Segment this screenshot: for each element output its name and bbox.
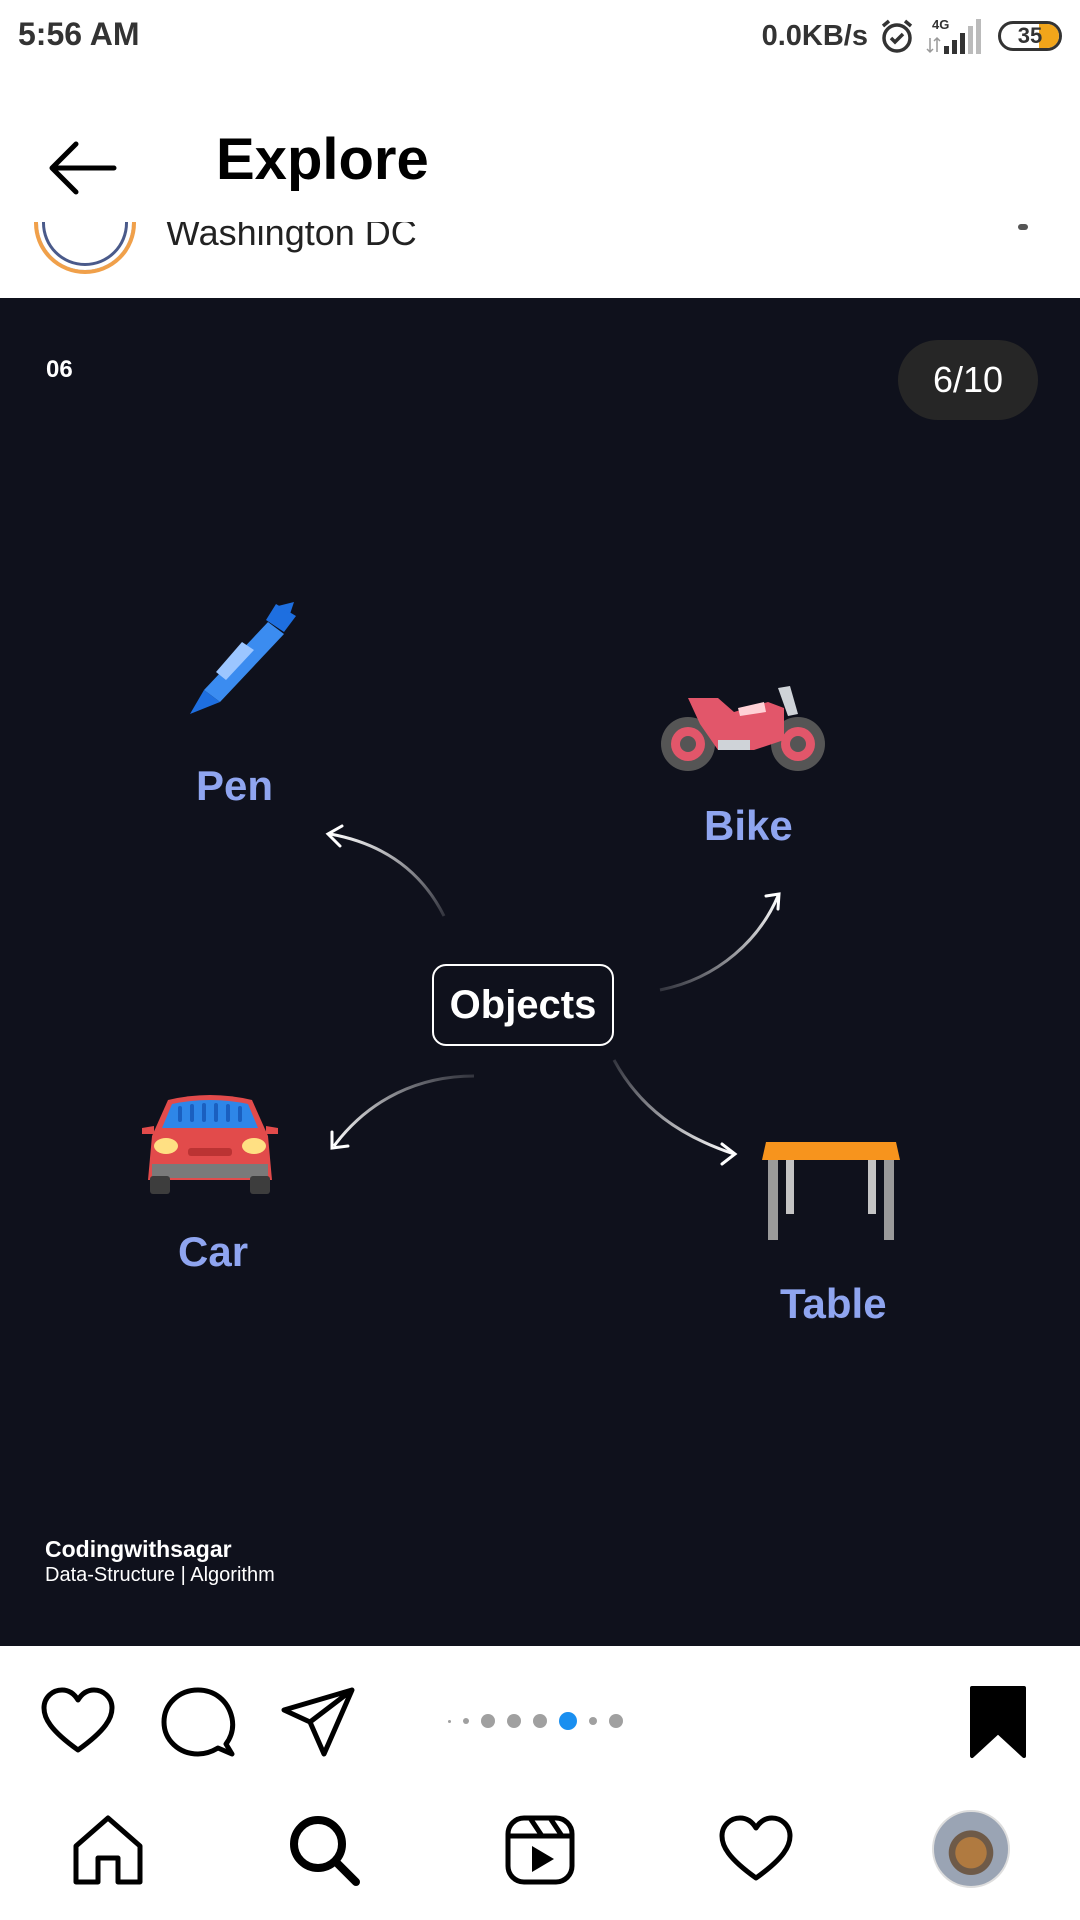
carousel-dot — [533, 1714, 547, 1728]
carousel-dot — [448, 1719, 451, 1723]
carousel-dots — [448, 1710, 623, 1732]
post-slide-number: 06 — [46, 356, 73, 383]
share-icon[interactable] — [280, 1684, 356, 1760]
label-table: Table — [780, 1280, 887, 1327]
network-speed: 0.0KB/s — [761, 19, 868, 52]
status-bar: 5:56 AM 0.0KB/s 4G 35 — [0, 0, 1080, 72]
post-author-avatar[interactable] — [34, 222, 136, 274]
objects-center-box: Objects — [432, 964, 614, 1046]
post-location[interactable]: Washington DC — [166, 222, 417, 253]
more-options-icon[interactable] — [1018, 224, 1028, 230]
post-credit-subtitle: Data-Structure | Algorithm — [45, 1564, 275, 1586]
carousel-dot — [463, 1718, 469, 1724]
status-time: 5:56 AM — [18, 16, 140, 52]
post-credit-name: Codingwithsagar — [45, 1536, 232, 1562]
arrow-to-car — [332, 1074, 475, 1147]
search-icon[interactable] — [286, 1812, 362, 1888]
arrow-to-table — [612, 1059, 735, 1156]
car-icon — [142, 1092, 278, 1201]
alarm-icon — [878, 17, 916, 55]
activity-heart-icon[interactable] — [718, 1812, 794, 1888]
carousel-dot — [589, 1717, 597, 1725]
battery-level-fill — [1039, 24, 1059, 48]
carousel-dot — [507, 1714, 521, 1728]
arrow-to-pen — [329, 832, 446, 917]
home-icon[interactable] — [70, 1812, 146, 1888]
label-pen: Pen — [196, 762, 274, 809]
post-profile-row[interactable]: Washington DC — [0, 222, 1080, 298]
signal-icon: 4G — [926, 16, 988, 56]
post-image[interactable]: 06 6/10 Pen — [0, 298, 1080, 1646]
carousel-dot-active — [559, 1712, 577, 1730]
battery-level: 35 — [1017, 23, 1043, 48]
battery-icon: 35 — [998, 21, 1062, 51]
arrow-to-bike — [659, 895, 780, 992]
profile-avatar[interactable] — [932, 1810, 1010, 1888]
carousel-dot — [481, 1714, 495, 1728]
label-bike: Bike — [704, 802, 793, 849]
heart-icon[interactable] — [40, 1684, 116, 1760]
bottom-navigation — [0, 1780, 1080, 1920]
slide-counter-badge: 6/10 — [898, 340, 1038, 420]
back-arrow-icon[interactable] — [46, 132, 118, 204]
post-action-row — [0, 1646, 1080, 1780]
reels-icon[interactable] — [502, 1812, 578, 1888]
comment-icon[interactable] — [160, 1684, 236, 1760]
connector-arrows — [325, 824, 781, 1166]
status-indicators: 0.0KB/s 4G 35 — [762, 14, 1062, 58]
page-title: Explore — [216, 127, 429, 192]
explore-header: Explore — [0, 72, 1080, 232]
table-icon — [762, 1142, 900, 1247]
motorbike-icon — [658, 678, 828, 783]
carousel-dot — [609, 1714, 623, 1728]
pen-icon — [180, 598, 306, 723]
label-car: Car — [178, 1228, 249, 1275]
network-type: 4G — [932, 17, 949, 32]
bookmark-icon[interactable] — [966, 1684, 1030, 1760]
